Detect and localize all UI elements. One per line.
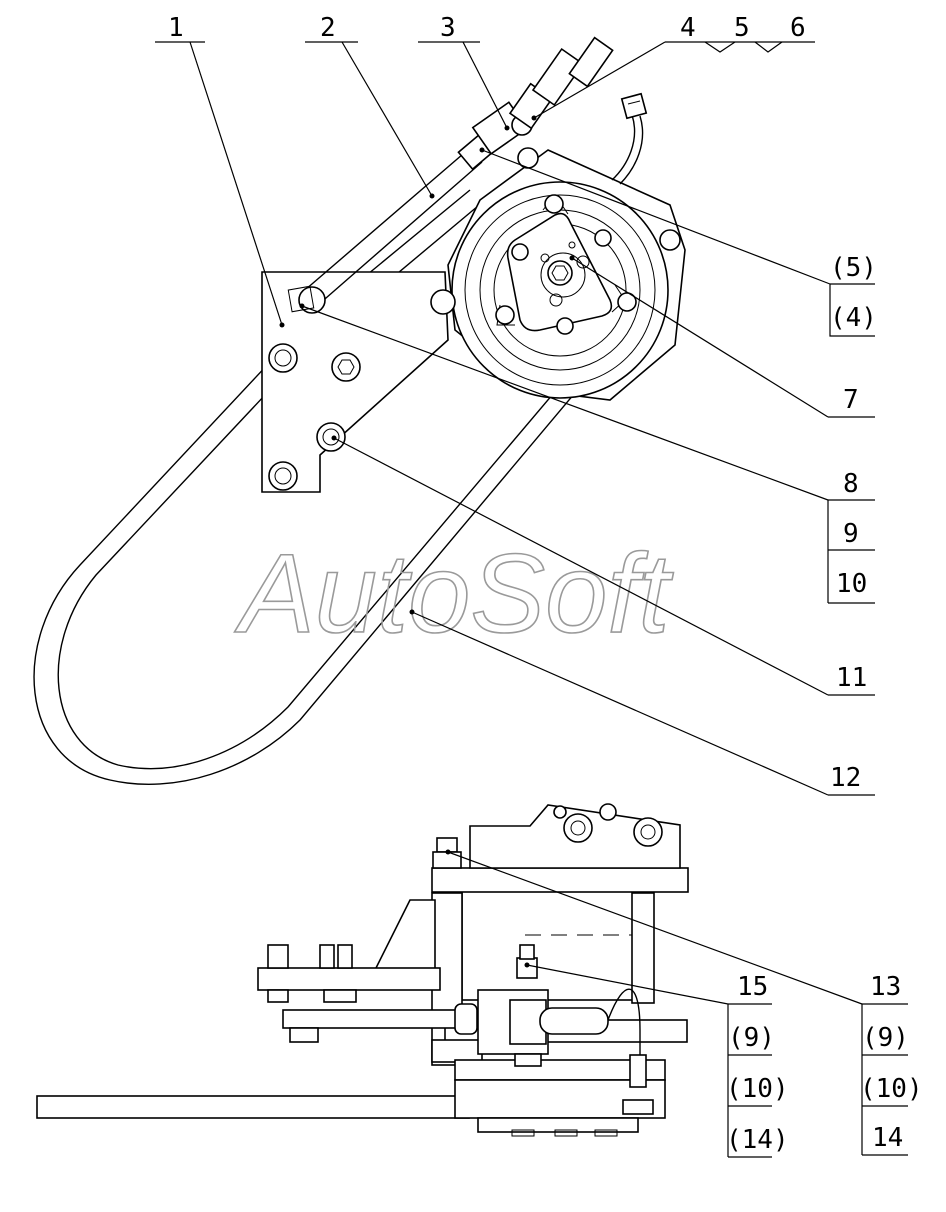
callout-13-9: (9) bbox=[862, 1023, 909, 1053]
callout-1: 1 bbox=[168, 13, 184, 43]
callout-15-14: (14) bbox=[726, 1125, 789, 1155]
callout-2: 2 bbox=[320, 13, 336, 43]
callout-3: 3 bbox=[440, 13, 456, 43]
compressor-side-body bbox=[431, 803, 689, 1066]
bracket-side-view bbox=[257, 899, 441, 1003]
callout-4-paren: (4) bbox=[830, 303, 877, 333]
drive-belt-inner bbox=[57, 344, 576, 770]
bolt-13 bbox=[432, 837, 462, 869]
callout-9: 9 bbox=[843, 519, 859, 549]
drive-belt bbox=[33, 329, 591, 786]
leader-lines bbox=[155, 41, 908, 1158]
callout-10: 10 bbox=[836, 569, 867, 599]
callout-15-10: (10) bbox=[726, 1074, 789, 1104]
mounting-bracket bbox=[261, 271, 449, 493]
callout-13-14: 14 bbox=[872, 1123, 903, 1153]
callout-15: 15 bbox=[737, 972, 768, 1002]
callout-12: 12 bbox=[830, 763, 861, 793]
adjuster-rod-side-view bbox=[282, 944, 654, 1115]
callout-13-10: (10) bbox=[860, 1074, 923, 1104]
callout-4: 4 bbox=[680, 13, 696, 43]
pulley-side-view bbox=[454, 1059, 666, 1137]
callout-5: 5 bbox=[734, 13, 750, 43]
callout-15-9: (9) bbox=[728, 1023, 775, 1053]
electrical-connector bbox=[611, 92, 648, 185]
callout-8: 8 bbox=[843, 469, 859, 499]
callout-5-paren: (5) bbox=[830, 253, 877, 283]
adjusting-bolt bbox=[508, 36, 614, 130]
callout-labels: 1 2 3 4 5 6 (5) (4) 7 8 9 10 11 12 13 (9… bbox=[168, 13, 923, 1155]
watermark: AutoSoft bbox=[234, 531, 674, 656]
belt-side-view bbox=[36, 1095, 470, 1119]
callout-6: 6 bbox=[790, 13, 806, 43]
callout-13: 13 bbox=[870, 972, 901, 1002]
callout-11: 11 bbox=[836, 663, 867, 693]
bracket-bolts bbox=[268, 343, 361, 491]
callout-7: 7 bbox=[843, 385, 859, 415]
